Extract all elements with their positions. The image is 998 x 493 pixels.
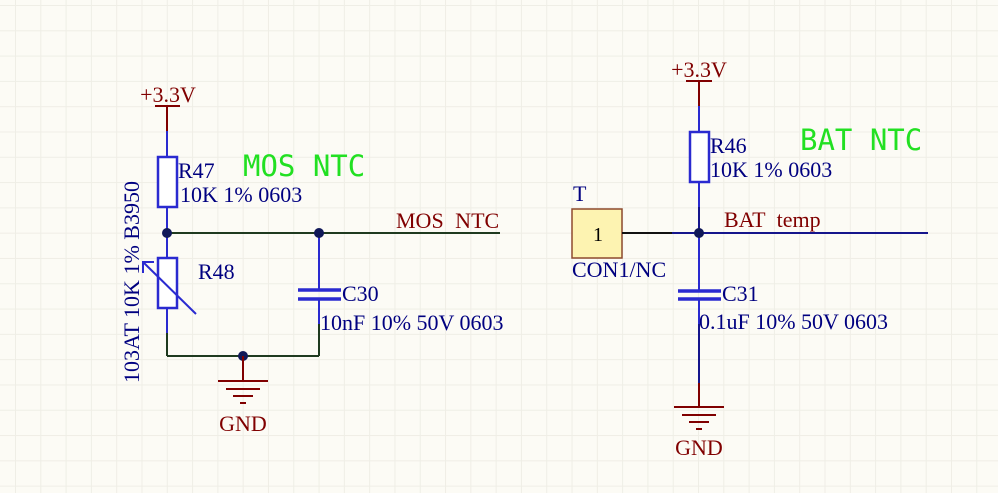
r46-body[interactable] — [688, 130, 711, 184]
r47-body[interactable] — [156, 155, 179, 209]
r48-designator[interactable]: R48 — [198, 259, 235, 284]
r48-comment[interactable]: 103AT 10K 1% B3950 — [119, 181, 144, 383]
connector-designator[interactable]: T — [573, 181, 587, 206]
connector-comment[interactable]: CON1/NC — [572, 257, 666, 282]
c31-comment[interactable]: 0.1uF 10% 50V 0603 — [699, 309, 888, 334]
r46-designator[interactable]: R46 — [710, 133, 747, 158]
junction-r47-r48[interactable] — [162, 228, 172, 238]
connector-body[interactable] — [571, 208, 623, 259]
mos-ntc-title[interactable]: MOS NTC — [243, 149, 365, 183]
r48-thermistor-slash[interactable] — [142, 261, 197, 315]
power-port-label[interactable]: +3.3V — [140, 82, 196, 107]
c30-designator[interactable]: C30 — [342, 281, 379, 306]
r48-body[interactable] — [156, 256, 179, 310]
ground-label[interactable]: GND — [219, 411, 267, 436]
ground-port-bat[interactable]: GND — [674, 383, 724, 460]
resistor-r46[interactable]: R46 10K 1% 0603 — [688, 106, 832, 207]
ground-label[interactable]: GND — [675, 435, 723, 460]
r47-designator[interactable]: R47 — [178, 158, 215, 183]
net-label-bat-temp[interactable]: BAT temp — [724, 207, 821, 232]
r47-comment[interactable]: 10K 1% 0603 — [180, 182, 302, 207]
capacitor-c30[interactable]: C30 10nF 10% 50V 0603 — [298, 233, 504, 335]
c31-designator[interactable]: C31 — [722, 281, 759, 306]
junction-c30-top[interactable] — [314, 228, 324, 238]
r48-thermistor-arrowhead[interactable] — [142, 261, 154, 273]
capacitor-c31[interactable]: C31 0.1uF 10% 50V 0603 — [678, 233, 888, 334]
power-port-3v3-bat[interactable]: +3.3V — [671, 57, 727, 106]
connector-pin-number[interactable]: 1 — [593, 224, 603, 246]
c30-comment[interactable]: 10nF 10% 50V 0603 — [320, 310, 504, 335]
r46-comment[interactable]: 10K 1% 0603 — [710, 157, 832, 182]
net-label-mos-ntc[interactable]: MOS NTC — [396, 208, 499, 233]
junction-bat-temp[interactable] — [694, 228, 704, 238]
bat-ntc-circuit: BAT NTC +3.3V R46 10K 1% 0603 BAT temp T… — [571, 57, 928, 460]
mos-ntc-circuit: MOS NTC +3.3V R47 10K 1% 0603 MOS NTC — [119, 82, 504, 436]
power-port-label[interactable]: +3.3V — [671, 57, 727, 82]
connector-t[interactable]: T 1 CON1/NC — [571, 181, 672, 282]
thermistor-r48[interactable]: R48 103AT 10K 1% B3950 — [119, 181, 235, 383]
resistor-r47[interactable]: R47 10K 1% 0603 — [156, 131, 302, 233]
power-port-3v3-mos[interactable]: +3.3V — [140, 82, 196, 131]
ground-port-mos[interactable]: GND — [218, 356, 268, 436]
bat-ntc-title[interactable]: BAT NTC — [800, 123, 922, 157]
